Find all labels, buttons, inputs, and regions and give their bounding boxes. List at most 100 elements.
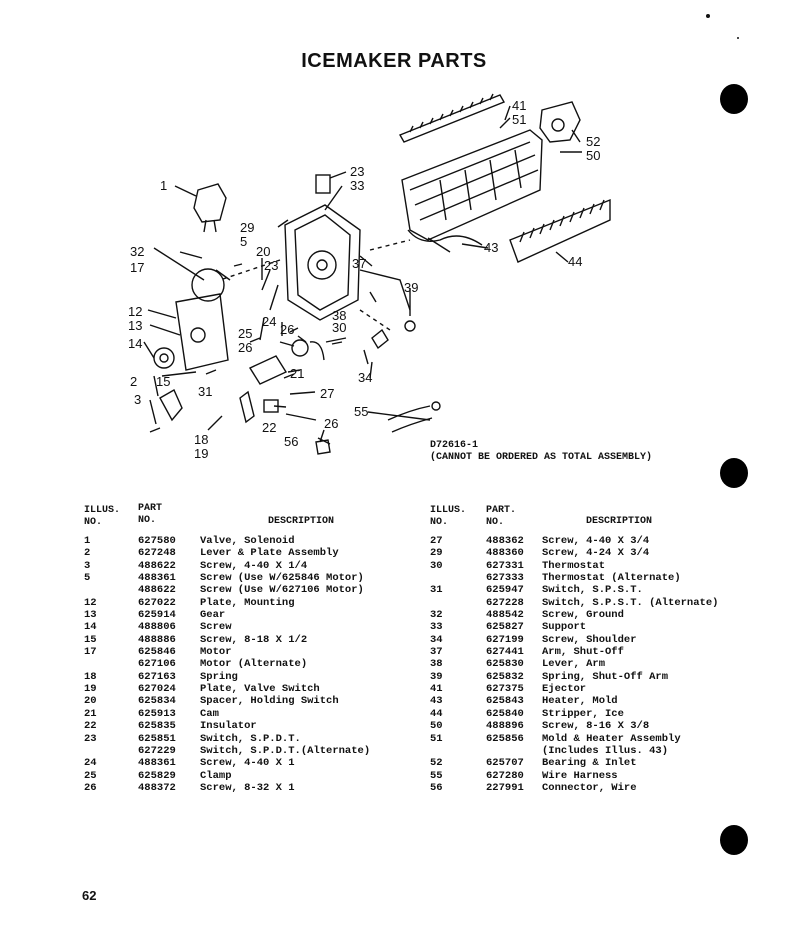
table-row: (Includes Illus. 43) [430,745,718,757]
cell-illus: 37 [430,646,443,659]
cell-illus: 50 [430,720,443,733]
cell-illus: 23 [84,732,97,745]
cell-illus: 55 [430,769,443,782]
cell-part: 627228 [486,596,524,609]
callout-label: 30 [332,320,346,335]
cell-illus [84,658,138,670]
callout-label: 2 [130,374,137,389]
cell-desc: Bearing & Inlet [542,757,637,770]
callout-label: 41 [512,98,526,113]
cell-part: 627199 [486,633,524,646]
cell-illus: 32 [430,609,443,622]
callout-label: 20 [256,244,270,259]
cell-desc: Spring, Shut-Off Arm [542,670,669,683]
cell-illus [430,745,486,757]
cell-desc: Clamp [200,769,232,782]
cell-part: 627022 [138,596,176,609]
cell-illus: 52 [430,757,443,770]
callout-label: 34 [358,370,372,385]
cell-part: 627106 [138,658,176,671]
header-text: PART [138,503,163,514]
callout-label: 50 [586,148,600,163]
cell-illus: 21 [84,707,97,720]
cell-part: 625832 [486,670,524,683]
callout-label: 22 [262,420,276,435]
callout-label: 56 [284,434,298,449]
cell-desc: Screw, 4-24 X 3/4 [542,547,650,560]
cell-desc: Screw (Use W/627106 Motor) [200,584,364,597]
cell-part: 627331 [486,559,524,572]
cell-desc: Gear [200,609,226,622]
callout-label: 39 [404,280,418,295]
callout-label: 17 [130,260,144,275]
cell-desc: Wire Harness [542,769,618,782]
speck [706,14,710,18]
callout-label: 26 [238,340,252,355]
cell-illus: 43 [430,695,443,708]
exploded-parts-diagram: 1 5 17 12 13 14 2 15 3 18 19 32 29 23 33… [128,93,611,461]
cell-illus: 14 [84,621,97,634]
binder-hole [720,458,748,488]
callout-label: 23 [350,164,364,179]
cell-desc: Switch, S.P.D.T.(Alternate) [200,744,371,757]
cell-illus: 20 [84,695,97,708]
cell-illus [84,745,138,757]
cell-part: 625834 [138,695,176,708]
callout-label: 37 [352,256,366,271]
cell-illus: 29 [430,547,443,560]
header-text: NO. [84,517,103,528]
callout-label: 27 [320,386,334,401]
cell-desc: Screw [200,621,232,634]
callout-label: 5 [240,234,247,249]
table-row: 627229 Switch, S.P.D.T.(Alternate) [84,745,410,757]
cell-part: 627229 [138,744,176,757]
drawing-number: D72616-1 [430,440,479,451]
cell-desc: Valve, Solenoid [200,535,295,547]
cell-part: 627163 [138,670,176,683]
cell-illus: 5 [84,572,91,585]
cell-illus: 1 [84,535,91,547]
drawing-note: D72616-1 (CANNOT BE ORDERED AS TOTAL ASS… [430,440,652,464]
cell-desc: Cam [200,707,219,720]
cell-illus: 31 [430,584,443,597]
callout-label: 1 [160,178,167,193]
cell-desc: Lever & Plate Assembly [200,547,339,560]
cell-illus: 33 [430,621,443,634]
right-col-header-illus: ILLUS. NO. [430,505,466,529]
callout-label: 29 [240,220,254,235]
header-text: NO. [430,517,449,528]
cell-part: 625830 [486,658,524,671]
callout-label: 33 [350,178,364,193]
cell-illus: 24 [84,757,97,770]
cell-part: 227991 [486,781,524,794]
cell-part: 488361 [138,757,176,770]
cell-illus: 3 [84,559,91,572]
cell-desc: Screw, 4-40 X 1 [200,757,295,770]
callout-label: 14 [128,336,142,351]
cell-desc: Support [542,621,587,634]
right-col-header-part: PART. NO. [486,505,516,529]
cell-part: 488806 [138,621,176,634]
callout-label: 21 [290,366,304,381]
cell-desc: Switch, S.P.D.T. [200,732,301,745]
cell-desc: Spacer, Holding Switch [200,695,339,708]
cell-desc: Ejector [542,683,587,696]
cell-part: 488542 [486,609,524,622]
cell-desc: Screw, 8-18 X 1/2 [200,633,308,646]
cell-illus [430,572,486,584]
cell-illus: 26 [84,781,97,794]
cell-part: 625829 [138,769,176,782]
